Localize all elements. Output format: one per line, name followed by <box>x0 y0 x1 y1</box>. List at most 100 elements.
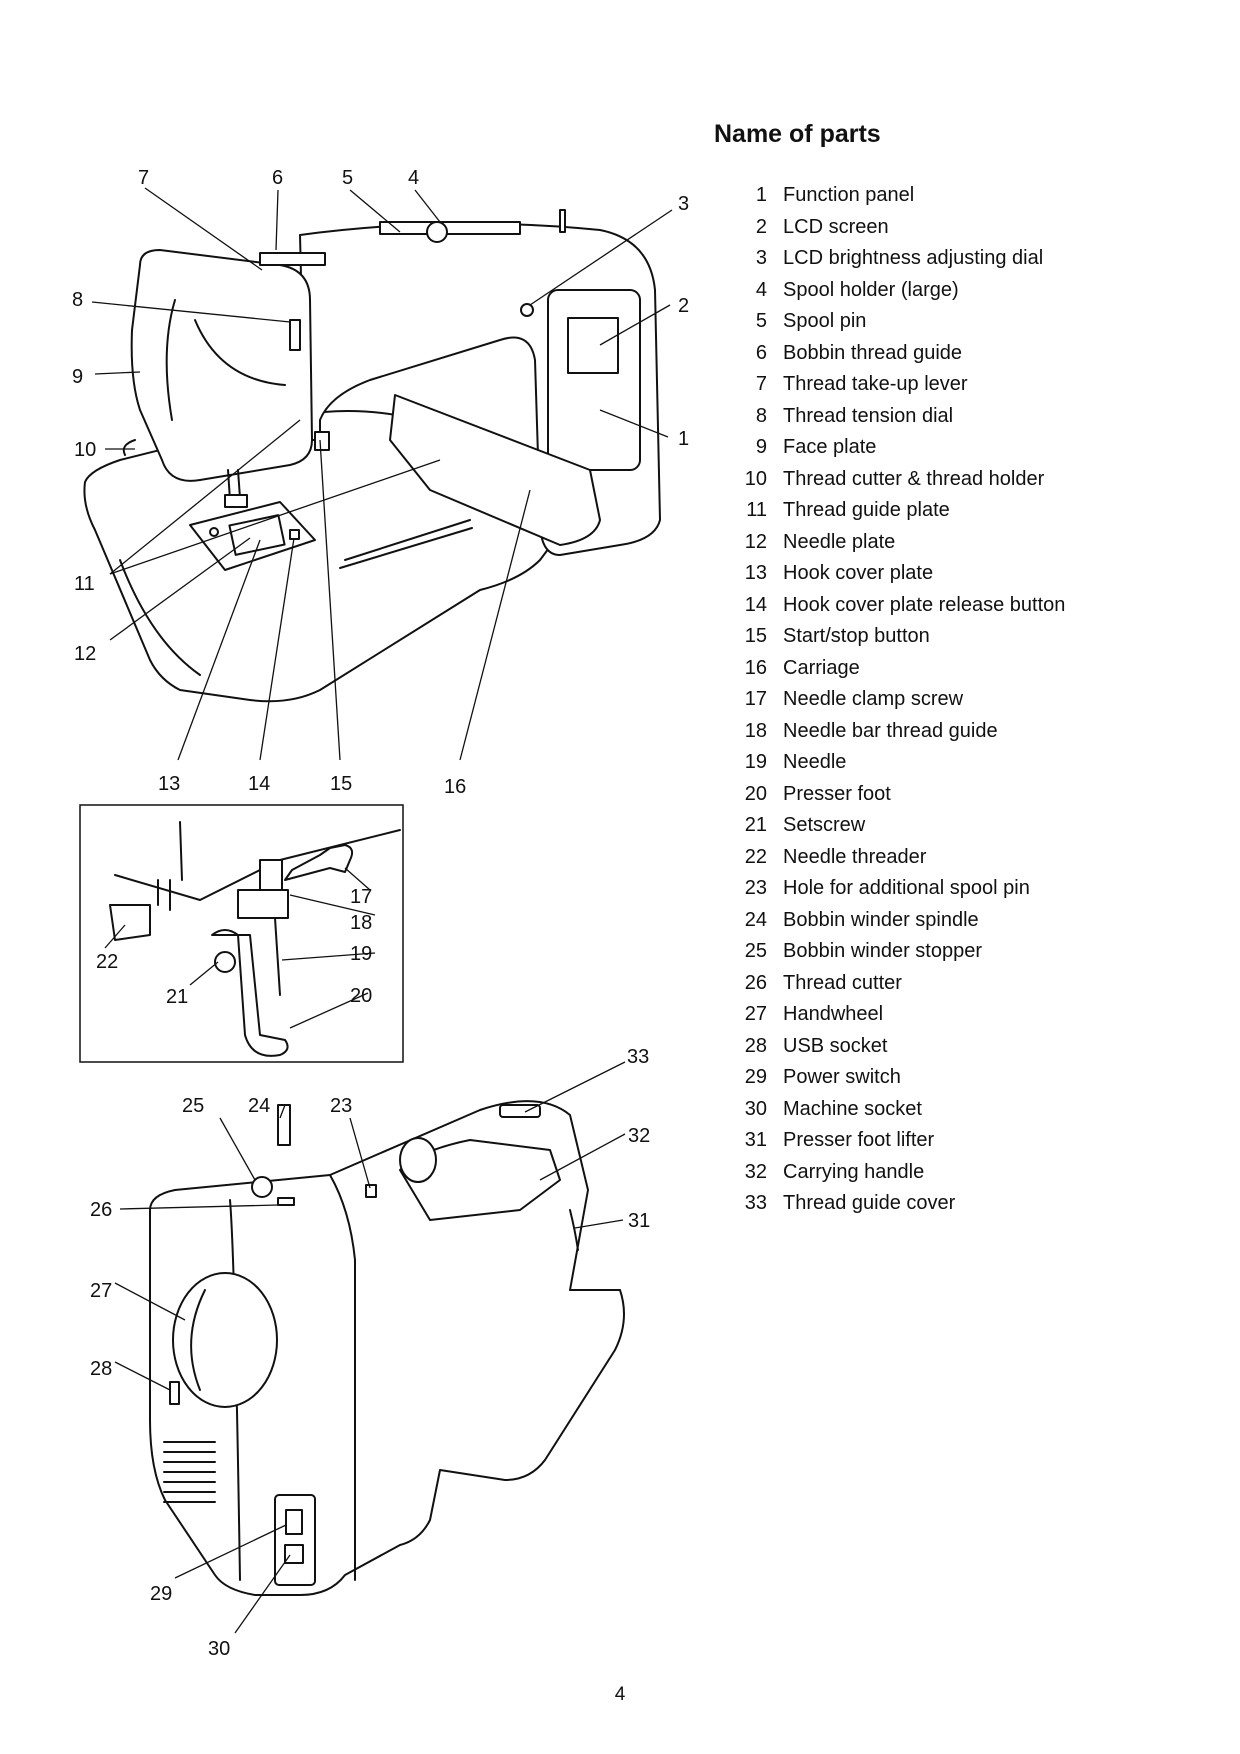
front-callout: 2 <box>678 295 689 317</box>
vent-grille <box>163 1441 216 1503</box>
part-number: 12 <box>744 530 767 553</box>
part-name: Machine socket <box>783 1097 922 1120</box>
part-name: Carrying handle <box>783 1160 925 1183</box>
front-callout: 16 <box>444 776 466 798</box>
part-name: Presser foot <box>783 782 891 805</box>
front-callout: 13 <box>158 773 180 795</box>
part-number: 32 <box>744 1160 767 1183</box>
front-callout: 1 <box>678 428 689 450</box>
list-item: 20 Presser foot <box>725 779 1145 811</box>
part-name: LCD brightness adjusting dial <box>783 247 1044 270</box>
part-number: 18 <box>744 719 767 742</box>
part-number: 3 <box>755 247 767 270</box>
part-name: Bobbin thread guide <box>783 341 963 364</box>
list-item: 19 Needle <box>725 747 1145 779</box>
part-number: 25 <box>744 940 767 963</box>
part-name: Thread cutter <box>783 971 902 994</box>
part-name: Needle <box>783 751 847 774</box>
front-callout-numbers: 7 6 5 4 3 8 2 9 1 10 11 12 13 14 15 16 <box>72 167 689 798</box>
part-name: Thread cutter & thread holder <box>783 467 1045 490</box>
part-number: 29 <box>744 1066 767 1089</box>
part-name: Handwheel <box>783 1003 884 1026</box>
detail-callout: 18 <box>350 912 372 934</box>
part-number: 7 <box>755 373 767 396</box>
rear-callout: 30 <box>208 1638 230 1660</box>
part-name: Needle plate <box>783 530 896 553</box>
detail-callout: 17 <box>350 886 372 908</box>
rear-callout: 23 <box>330 1095 352 1117</box>
part-number: 14 <box>744 593 767 616</box>
detail-callout-lines <box>104 867 376 1029</box>
part-name: Face plate <box>783 436 877 459</box>
rear-callout: 24 <box>248 1095 270 1117</box>
detail-callout: 19 <box>350 943 372 965</box>
part-number: 13 <box>744 562 767 585</box>
part-name: Hook cover plate release button <box>783 593 1066 616</box>
part-number: 1 <box>755 184 767 207</box>
part-number: 15 <box>744 625 767 648</box>
part-number: 10 <box>744 467 767 490</box>
part-number: 9 <box>755 436 767 459</box>
front-callout: 9 <box>72 366 83 388</box>
sewing-machine-diagram: 7 6 5 4 3 8 2 9 1 10 11 12 13 14 15 16 <box>72 167 689 1660</box>
part-number: 21 <box>744 814 767 837</box>
detail-callout: 20 <box>350 985 372 1007</box>
part-name: Spool holder (large) <box>783 278 959 301</box>
list-item: 1 Function panel <box>725 180 1145 212</box>
rear-callout: 33 <box>627 1046 649 1068</box>
part-number: 24 <box>744 908 767 931</box>
part-number: 23 <box>744 877 767 900</box>
section-title: Name of parts <box>714 120 881 148</box>
part-number: 31 <box>744 1129 767 1152</box>
part-number: 27 <box>744 1003 767 1026</box>
part-number: 20 <box>744 782 767 805</box>
front-callout: 7 <box>138 167 149 189</box>
front-callout: 8 <box>72 289 83 311</box>
part-name: Spool pin <box>783 310 867 333</box>
front-callout-lines <box>91 187 673 761</box>
rear-callout: 29 <box>150 1583 172 1605</box>
front-callout: 14 <box>248 773 270 795</box>
list-item: 3 LCD brightness adjusting dial <box>725 243 1145 275</box>
list-item: 10 Thread cutter & thread holder <box>725 464 1145 496</box>
part-number: 16 <box>744 656 767 679</box>
needle-detail-illustration <box>79 804 404 1063</box>
rear-callout-numbers: 33 25 24 23 32 26 31 27 28 29 30 <box>90 1046 650 1660</box>
part-name: LCD screen <box>783 215 889 238</box>
list-item: 27 Handwheel <box>725 999 1145 1031</box>
part-number: 17 <box>744 688 767 711</box>
front-view-illustration <box>83 209 661 703</box>
part-name: Bobbin winder stopper <box>783 940 983 963</box>
part-name: Function panel <box>783 184 915 207</box>
list-item: 21 Setscrew <box>725 810 1145 842</box>
part-name: USB socket <box>783 1034 888 1057</box>
front-callout: 11 <box>74 573 95 595</box>
part-number: 22 <box>744 845 767 868</box>
part-number: 4 <box>755 278 767 301</box>
part-name: Setscrew <box>783 814 866 837</box>
rear-callout: 32 <box>628 1125 650 1147</box>
part-number: 8 <box>755 404 767 427</box>
list-item: 32 Carrying handle <box>725 1157 1145 1189</box>
rear-callout-lines <box>114 1061 626 1634</box>
list-item: 14 Hook cover plate release button <box>725 590 1145 622</box>
part-number: 19 <box>744 751 767 774</box>
front-callout: 15 <box>330 773 352 795</box>
rear-callout: 28 <box>90 1358 112 1380</box>
rear-callout: 27 <box>90 1280 112 1302</box>
